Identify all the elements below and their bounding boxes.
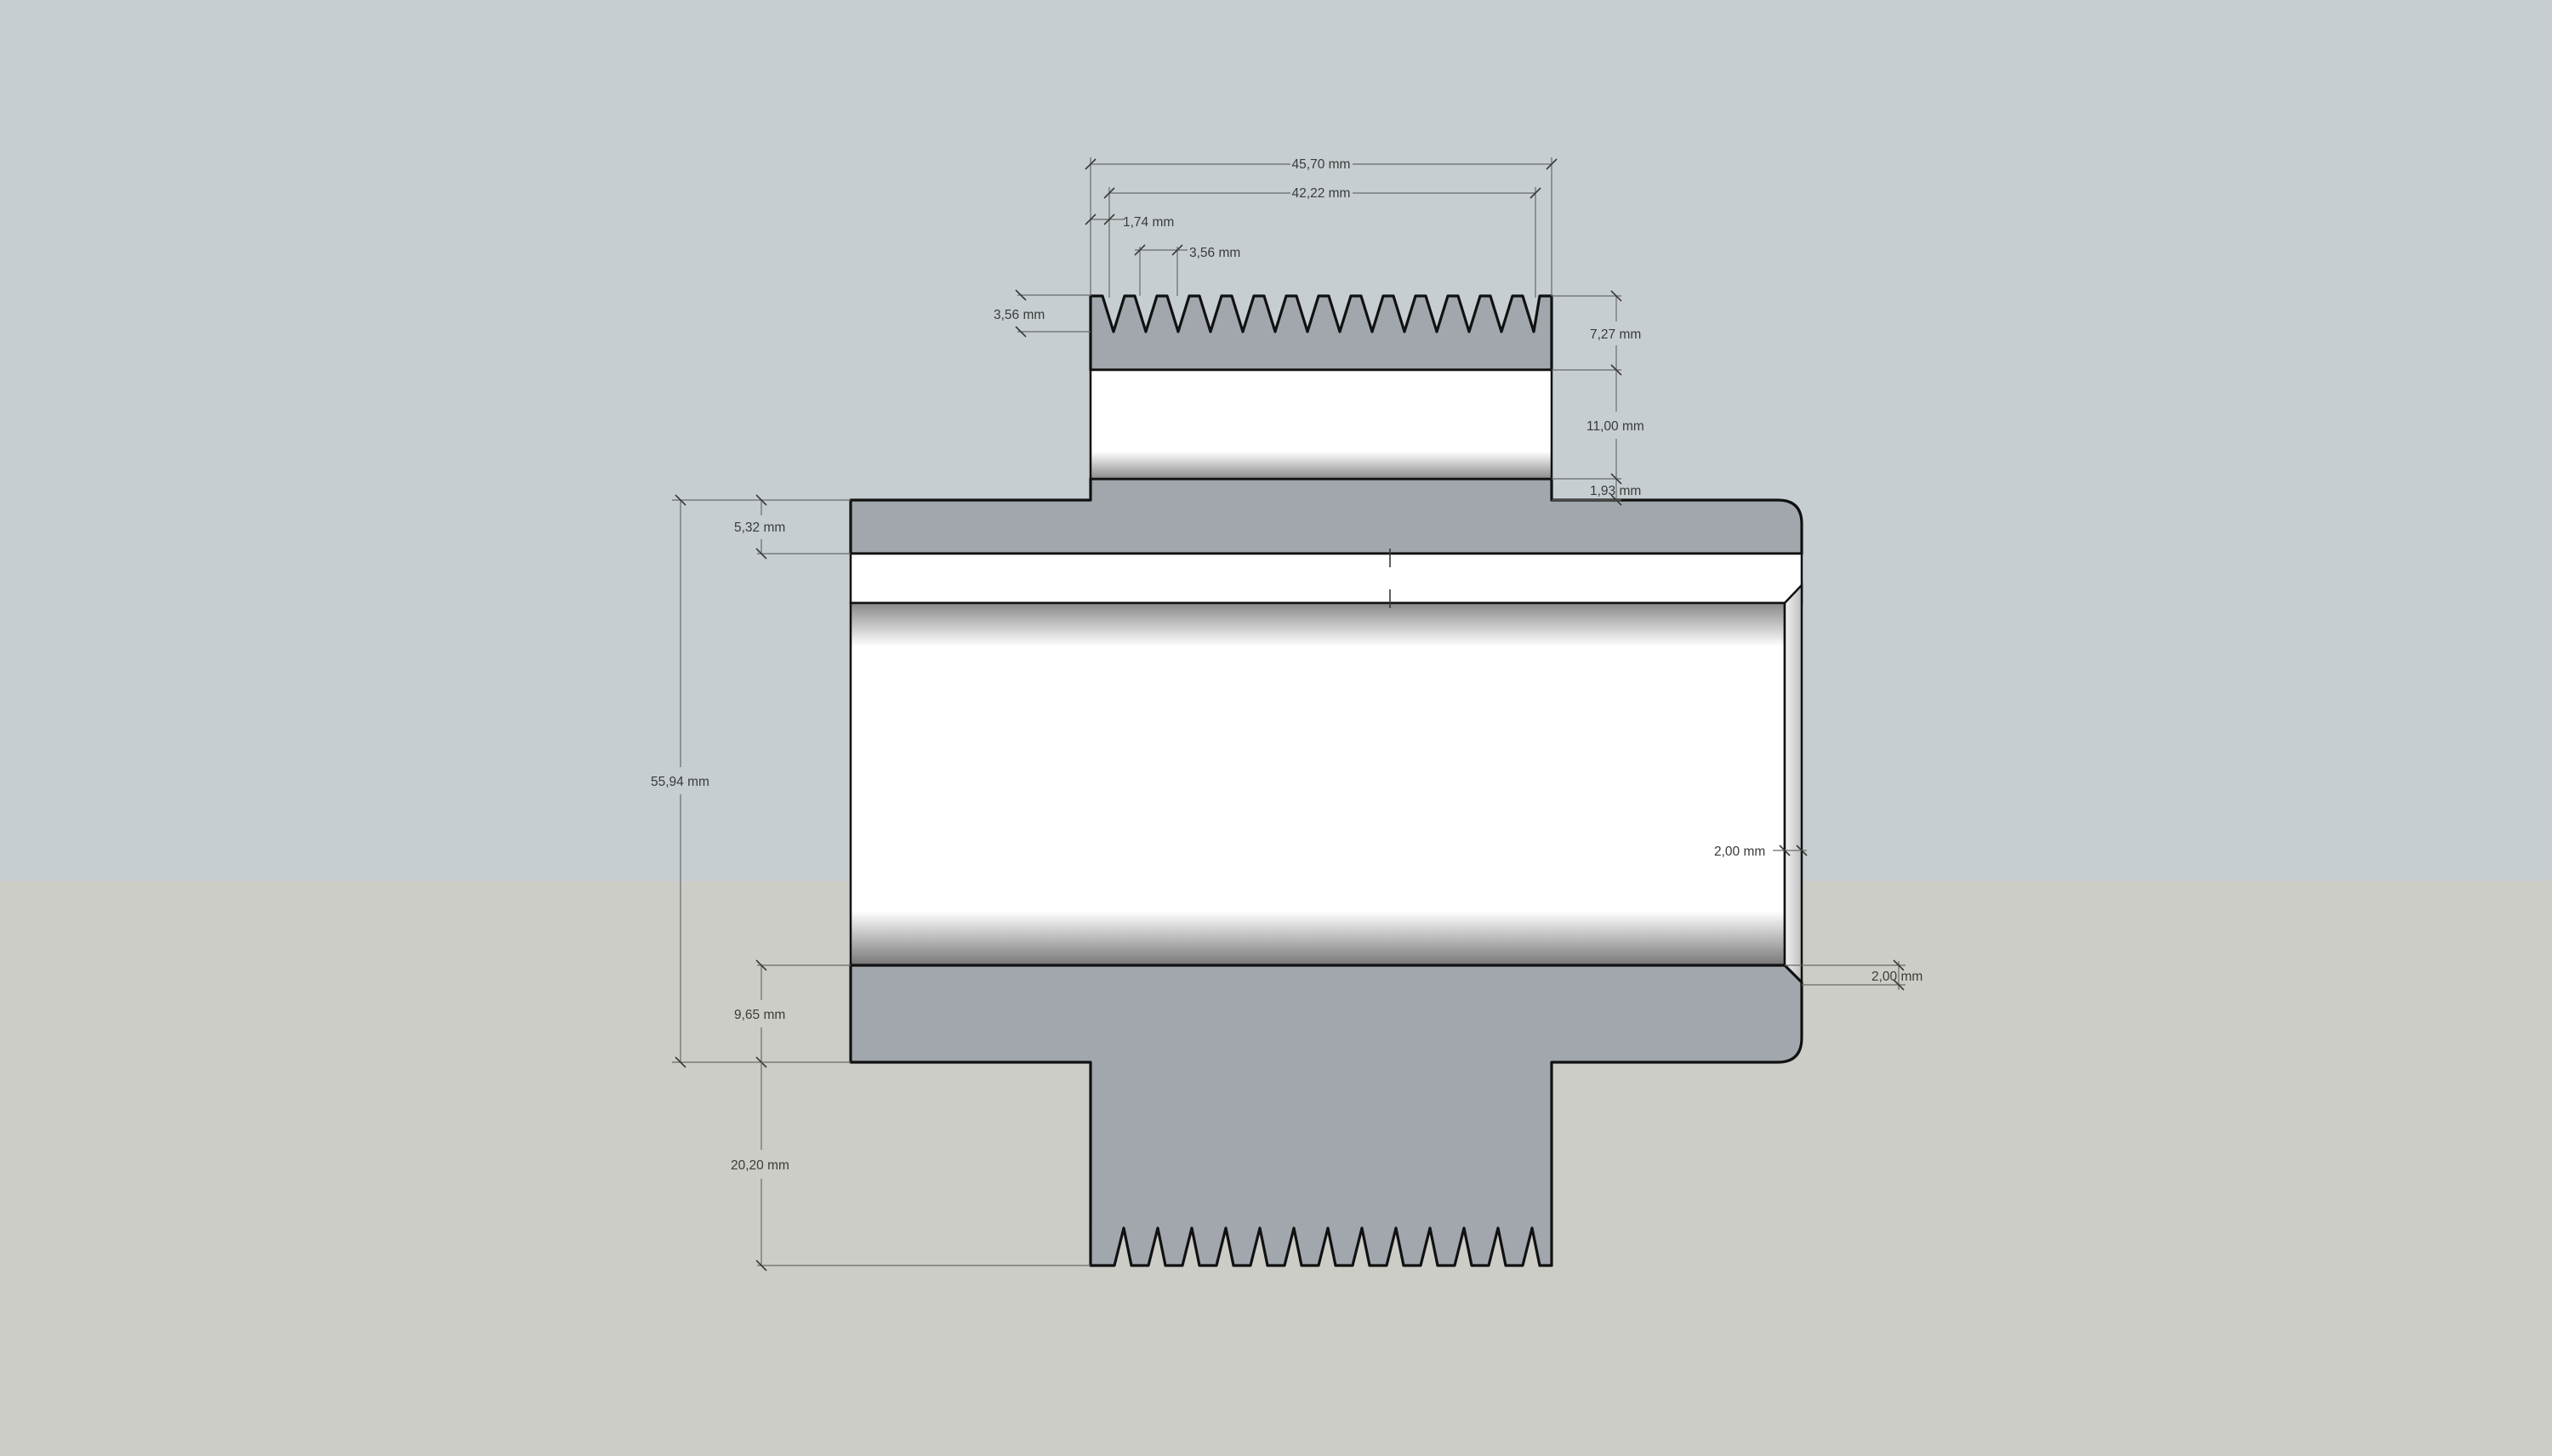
dim-chamfer: 2,00 mm 2,00 mm xyxy=(1714,845,1923,991)
dim-thread-width: 42,22 mm xyxy=(1103,186,1541,298)
dim-thread-depth: 3,56 mm xyxy=(994,289,1091,338)
bore-chamfer xyxy=(1783,582,1803,986)
top-thread-ring xyxy=(1089,294,1553,372)
dimensions: 45,70 mm 42,22 mm 1,74 mm 3,56 mm xyxy=(651,157,1923,1271)
dim-thread-pitch: 3,56 mm xyxy=(1134,244,1240,296)
dim-hub-length-label: 20,20 mm xyxy=(731,1158,789,1173)
dim-thread-pitch-label: 3,56 mm xyxy=(1189,246,1240,260)
dim-overall-width: 45,70 mm xyxy=(1085,157,1558,296)
dim-left-stack: 5,32 mm 55,94 mm 9,65 mm 20,20 mm xyxy=(651,494,1091,1271)
lower-flange-and-hub xyxy=(849,964,1803,1267)
dim-overall-width-label: 45,70 mm xyxy=(1292,157,1351,172)
top-ring-bore xyxy=(1089,368,1553,481)
dim-top-wall-label: 7,27 mm xyxy=(1590,327,1641,342)
main-bore xyxy=(849,601,1786,967)
dim-thread-depth-label: 3,56 mm xyxy=(994,308,1045,322)
dim-flange-top-label: 5,32 mm xyxy=(734,520,785,535)
dim-chamfer-radial-label: 2,00 mm xyxy=(1714,845,1765,859)
upper-bore-strip xyxy=(849,552,1803,605)
dim-flange-bottom-label: 9,65 mm xyxy=(734,1008,785,1022)
dim-overall-height-label: 55,94 mm xyxy=(651,775,709,789)
dim-thread-width-label: 42,22 mm xyxy=(1292,186,1351,201)
dim-ring-bore-label: 11,00 mm xyxy=(1586,419,1644,434)
dim-thread-start: 1,74 mm xyxy=(1085,213,1174,230)
dim-chamfer-axial-label: 2,00 mm xyxy=(1871,970,1923,984)
dim-step-label: 1,93 mm xyxy=(1590,484,1641,498)
dim-right-stack: 7,27 mm 11,00 mm 1,93 mm xyxy=(1552,290,1644,506)
dim-thread-start-label: 1,74 mm xyxy=(1123,215,1174,230)
part-body xyxy=(849,294,1803,1267)
